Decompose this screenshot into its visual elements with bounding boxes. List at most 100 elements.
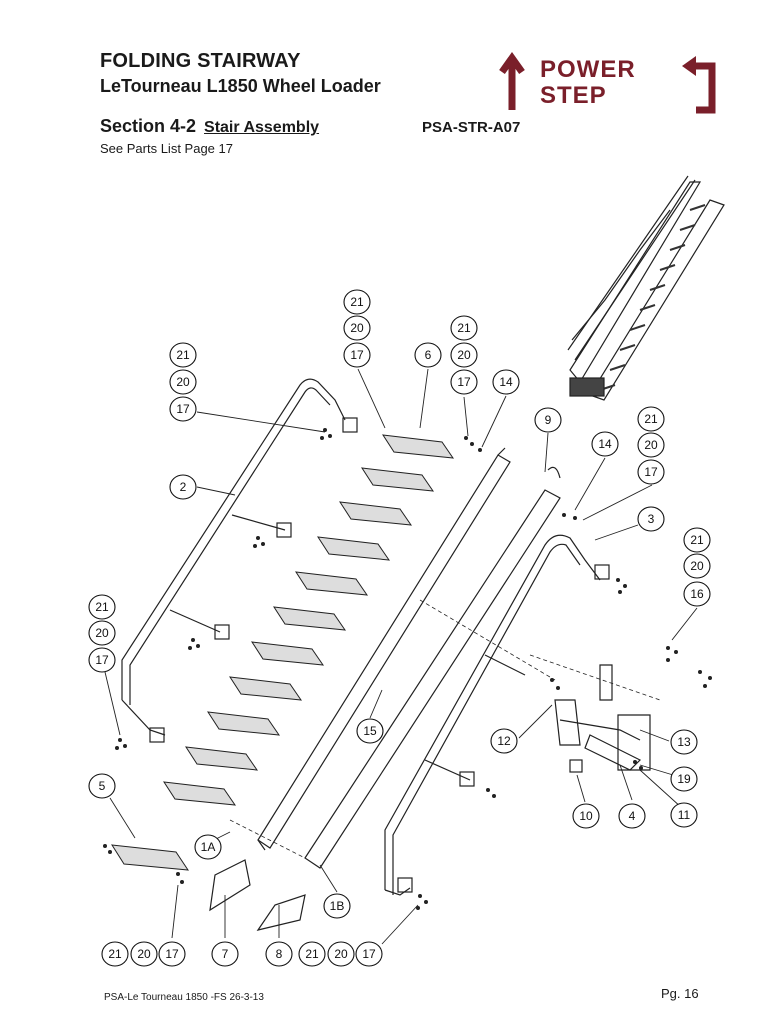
callout-label: 21 <box>457 321 471 335</box>
callout-17 <box>450 369 478 395</box>
callout-labels: 21 20 17 6 21 20 17 14 21 20 17 9 14 21 … <box>95 295 704 961</box>
callout-label: 21 <box>95 600 109 614</box>
section-name: Stair Assembly <box>204 119 320 136</box>
callout-label: 14 <box>598 437 612 451</box>
callout-21 <box>683 527 711 553</box>
callout-label: 17 <box>644 465 658 479</box>
bracket-assembly <box>554 664 651 773</box>
callout-16 <box>683 581 711 607</box>
callout-label: 10 <box>579 809 593 823</box>
callout-label: 20 <box>334 947 348 961</box>
handrail-right <box>384 534 610 896</box>
logo-arrow-frame <box>499 52 716 114</box>
callout-label: 13 <box>677 735 691 749</box>
callout-label: 21 <box>305 947 319 961</box>
callout-label: 21 <box>690 533 704 547</box>
assembled-stair-thumbnail <box>567 175 725 401</box>
callout-label: 17 <box>457 375 471 389</box>
callout-label: 17 <box>165 947 179 961</box>
callout-label: 1B <box>330 899 345 913</box>
callout-11 <box>670 802 698 828</box>
callout-1b <box>323 893 351 919</box>
callout-label: 9 <box>545 413 552 427</box>
plate-8 <box>256 894 306 931</box>
parts-list-reference: See Parts List Page 17 <box>100 141 233 156</box>
callout-label: 20 <box>457 348 471 362</box>
stair-treads <box>111 434 455 871</box>
callout-label: 20 <box>644 438 658 452</box>
callout-label: 20 <box>690 559 704 573</box>
logo-line-2: STEP <box>540 82 607 109</box>
callout-label: 20 <box>350 321 364 335</box>
plate-7 <box>209 859 251 912</box>
callout-label: 1A <box>201 840 216 854</box>
callout-label: 8 <box>276 947 283 961</box>
callout-label: 17 <box>350 348 364 362</box>
callout-label: 21 <box>176 348 190 362</box>
callout-bubbles <box>88 289 711 967</box>
handrail-left <box>121 378 358 743</box>
callout-label: 21 <box>644 412 658 426</box>
callout-label: 11 <box>678 808 691 822</box>
callout-label: 2 <box>180 480 187 494</box>
callout-7 <box>211 941 239 967</box>
document-subtitle: LeTourneau L1850 Wheel Loader <box>100 76 381 96</box>
callout-label: 21 <box>350 295 364 309</box>
stringer-1a <box>257 447 511 851</box>
callout-label: 6 <box>425 348 432 362</box>
callout-4 <box>618 803 646 829</box>
callout-20 <box>169 369 197 395</box>
callout-19 <box>670 766 698 792</box>
callout-21 <box>298 941 326 967</box>
callout-6 <box>414 342 442 368</box>
callout-14 <box>492 369 520 395</box>
document-title: FOLDING STAIRWAY <box>100 50 301 72</box>
callout-label: 16 <box>690 587 704 601</box>
callout-20 <box>343 315 371 341</box>
callout-21 <box>343 289 371 315</box>
callout-21 <box>101 941 129 967</box>
callout-20 <box>327 941 355 967</box>
callout-14 <box>591 431 619 457</box>
callout-label: 7 <box>222 947 229 961</box>
callout-label: 21 <box>108 947 122 961</box>
callout-1a <box>194 834 222 860</box>
callout-label: 12 <box>497 734 511 748</box>
callout-2 <box>169 474 197 500</box>
callout-13 <box>670 729 698 755</box>
callout-9 <box>534 407 562 433</box>
callout-8 <box>265 941 293 967</box>
callout-20 <box>683 553 711 579</box>
callout-17 <box>88 647 116 673</box>
callout-label: 17 <box>95 653 109 667</box>
callout-21 <box>169 342 197 368</box>
callout-17 <box>158 941 186 967</box>
stringer-1b <box>304 466 561 869</box>
callout-label: 17 <box>176 402 190 416</box>
callout-20 <box>130 941 158 967</box>
callout-21 <box>637 406 665 432</box>
callout-label: 15 <box>363 724 377 738</box>
callout-label: 19 <box>677 772 691 786</box>
footer-document-reference: PSA-Le Tourneau 1850 -FS 26-3-13 <box>104 992 264 1003</box>
callout-label: 14 <box>499 375 513 389</box>
callout-10 <box>572 803 600 829</box>
callout-21 <box>450 315 478 341</box>
callout-label: 5 <box>99 779 106 793</box>
logo-line-1: POWER <box>540 56 636 83</box>
page-number: Pg. 16 <box>661 986 699 1001</box>
fastener-dots <box>103 428 712 910</box>
callout-15 <box>356 718 384 744</box>
callout-17 <box>355 941 383 967</box>
callout-label: 4 <box>629 809 636 823</box>
callout-label: 20 <box>176 375 190 389</box>
callout-20 <box>88 620 116 646</box>
callout-label: 17 <box>362 947 376 961</box>
callout-17 <box>637 459 665 485</box>
callout-17 <box>343 342 371 368</box>
callout-17 <box>169 396 197 422</box>
callout-3 <box>637 506 665 532</box>
callout-label: 3 <box>648 512 655 526</box>
callout-label: 20 <box>95 626 109 640</box>
